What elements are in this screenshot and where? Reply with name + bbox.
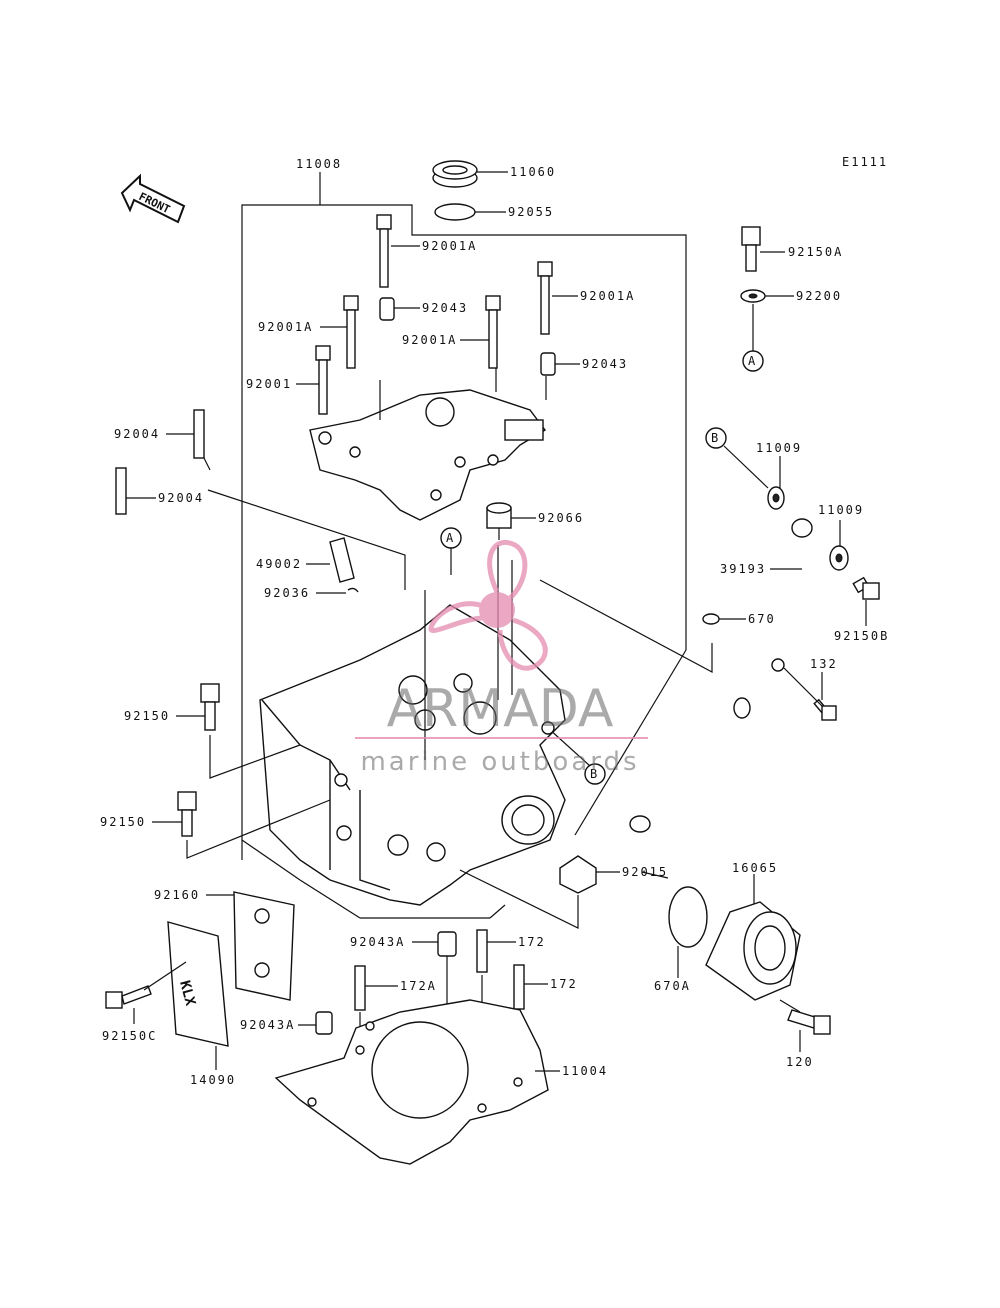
- part-label-92150B: 92150B: [834, 629, 889, 643]
- bolt-92150A: [741, 226, 785, 272]
- o-ring-670A: [668, 886, 708, 978]
- part-label-39193: 39193: [720, 562, 766, 576]
- part-label-14090: 14090: [190, 1073, 236, 1087]
- insulator-16065: [705, 874, 801, 1013]
- stud-92004-a: [166, 409, 211, 471]
- svg-text:B: B: [590, 767, 599, 781]
- gasket-11004: [274, 999, 560, 1165]
- cylinder-head: [207, 489, 713, 906]
- oil-pipe-39193: [629, 518, 813, 833]
- part-label-49002: 49002: [256, 557, 302, 571]
- part-label-92001: 92001: [246, 377, 292, 391]
- bolt-92001A-right: [537, 261, 578, 335]
- part-label-11009-a: 11009: [756, 441, 802, 455]
- dowel-92043A-b: [298, 1011, 333, 1035]
- svg-text:A: A: [748, 354, 757, 368]
- bolt-92150-b: [152, 791, 331, 859]
- collar-92066: [486, 502, 536, 540]
- front-arrow-icon: FRONT: [120, 173, 186, 224]
- part-label-172A: 172A: [400, 979, 437, 993]
- part-label-92043-a: 92043: [422, 301, 468, 315]
- bolt-92001A-left: [320, 295, 359, 369]
- part-label-92015: 92015: [622, 865, 668, 879]
- oil-seal-11060: [432, 160, 508, 188]
- camshaft-holder: [309, 368, 547, 521]
- dowel-92043-b: [540, 352, 580, 376]
- part-label-92036: 92036: [264, 586, 310, 600]
- part-label-11009-b: 11009: [818, 503, 864, 517]
- part-label-92004-b: 92004: [158, 491, 204, 505]
- svg-text:B: B: [711, 431, 720, 445]
- sleeve-49002: [306, 537, 355, 583]
- stud-92004-b: [115, 467, 156, 515]
- part-label-172-b: 172: [550, 977, 578, 991]
- part-label-92150A: 92150A: [788, 245, 843, 259]
- diagram-code: E1111: [842, 155, 888, 169]
- washer-11009-a: [767, 456, 785, 510]
- cover-92160: [206, 891, 295, 1001]
- part-label-92004-a: 92004: [114, 427, 160, 441]
- bolt-92001: [296, 345, 331, 415]
- part-label-670: 670: [748, 612, 776, 626]
- bolt-92001A-top: [376, 214, 420, 288]
- cap-92015: [459, 855, 669, 929]
- marker-b-center: B: [547, 727, 606, 785]
- part-label-92001A-top: 92001A: [422, 239, 477, 253]
- washer-92200: [740, 289, 794, 303]
- part-label-16065: 16065: [732, 861, 778, 875]
- marker-a-center: A: [440, 527, 462, 575]
- svg-text:A: A: [446, 531, 455, 545]
- part-label-132: 132: [810, 657, 838, 671]
- part-label-92066: 92066: [538, 511, 584, 525]
- part-label-11060: 11060: [510, 165, 556, 179]
- part-label-670A: 670A: [654, 979, 691, 993]
- part-label-92043-b: 92043: [582, 357, 628, 371]
- watermark-tagline: marine outboards: [360, 747, 639, 777]
- bolt-92150-a: [176, 683, 301, 779]
- bolt-132: [783, 667, 837, 721]
- watermark-logo: [428, 540, 548, 671]
- part-label-11008: 11008: [296, 157, 342, 171]
- o-ring-670: [702, 613, 746, 625]
- part-label-92043A-b: 92043A: [240, 1018, 295, 1032]
- part-label-92001A-right: 92001A: [580, 289, 635, 303]
- marker-b-right: B: [705, 427, 769, 489]
- bolt-92150C: [105, 961, 187, 1024]
- part-label-92001A-left: 92001A: [258, 320, 313, 334]
- part-label-92200: 92200: [796, 289, 842, 303]
- part-label-92055: 92055: [508, 205, 554, 219]
- washer-11009-b: [829, 520, 849, 571]
- part-label-92150C: 92150C: [102, 1029, 157, 1043]
- part-label-92160: 92160: [154, 888, 200, 902]
- watermark-brand: ARMADA: [387, 679, 614, 739]
- part-label-172-a: 172: [518, 935, 546, 949]
- o-ring-92055: [434, 203, 506, 221]
- marker-a-right: A: [742, 304, 764, 372]
- part-label-92150-a: 92150: [124, 709, 170, 723]
- guard-14090: KLX: [167, 921, 229, 1070]
- clip-92036: [316, 587, 359, 594]
- part-label-120: 120: [786, 1055, 814, 1069]
- dowel-92043-a: [379, 297, 420, 321]
- bolt-92150B: [852, 576, 880, 626]
- part-label-92001A-mid: 92001A: [402, 333, 457, 347]
- bolt-92001A-mid: [460, 295, 501, 369]
- bracket-11008: [241, 172, 687, 919]
- part-label-11004: 11004: [562, 1064, 608, 1078]
- klx-stamp: KLX: [176, 979, 198, 1008]
- bolt-120: [787, 1009, 831, 1052]
- part-label-92043A-a: 92043A: [350, 935, 405, 949]
- part-label-92150-b: 92150: [100, 815, 146, 829]
- dowel-92043A-a: [412, 931, 457, 1012]
